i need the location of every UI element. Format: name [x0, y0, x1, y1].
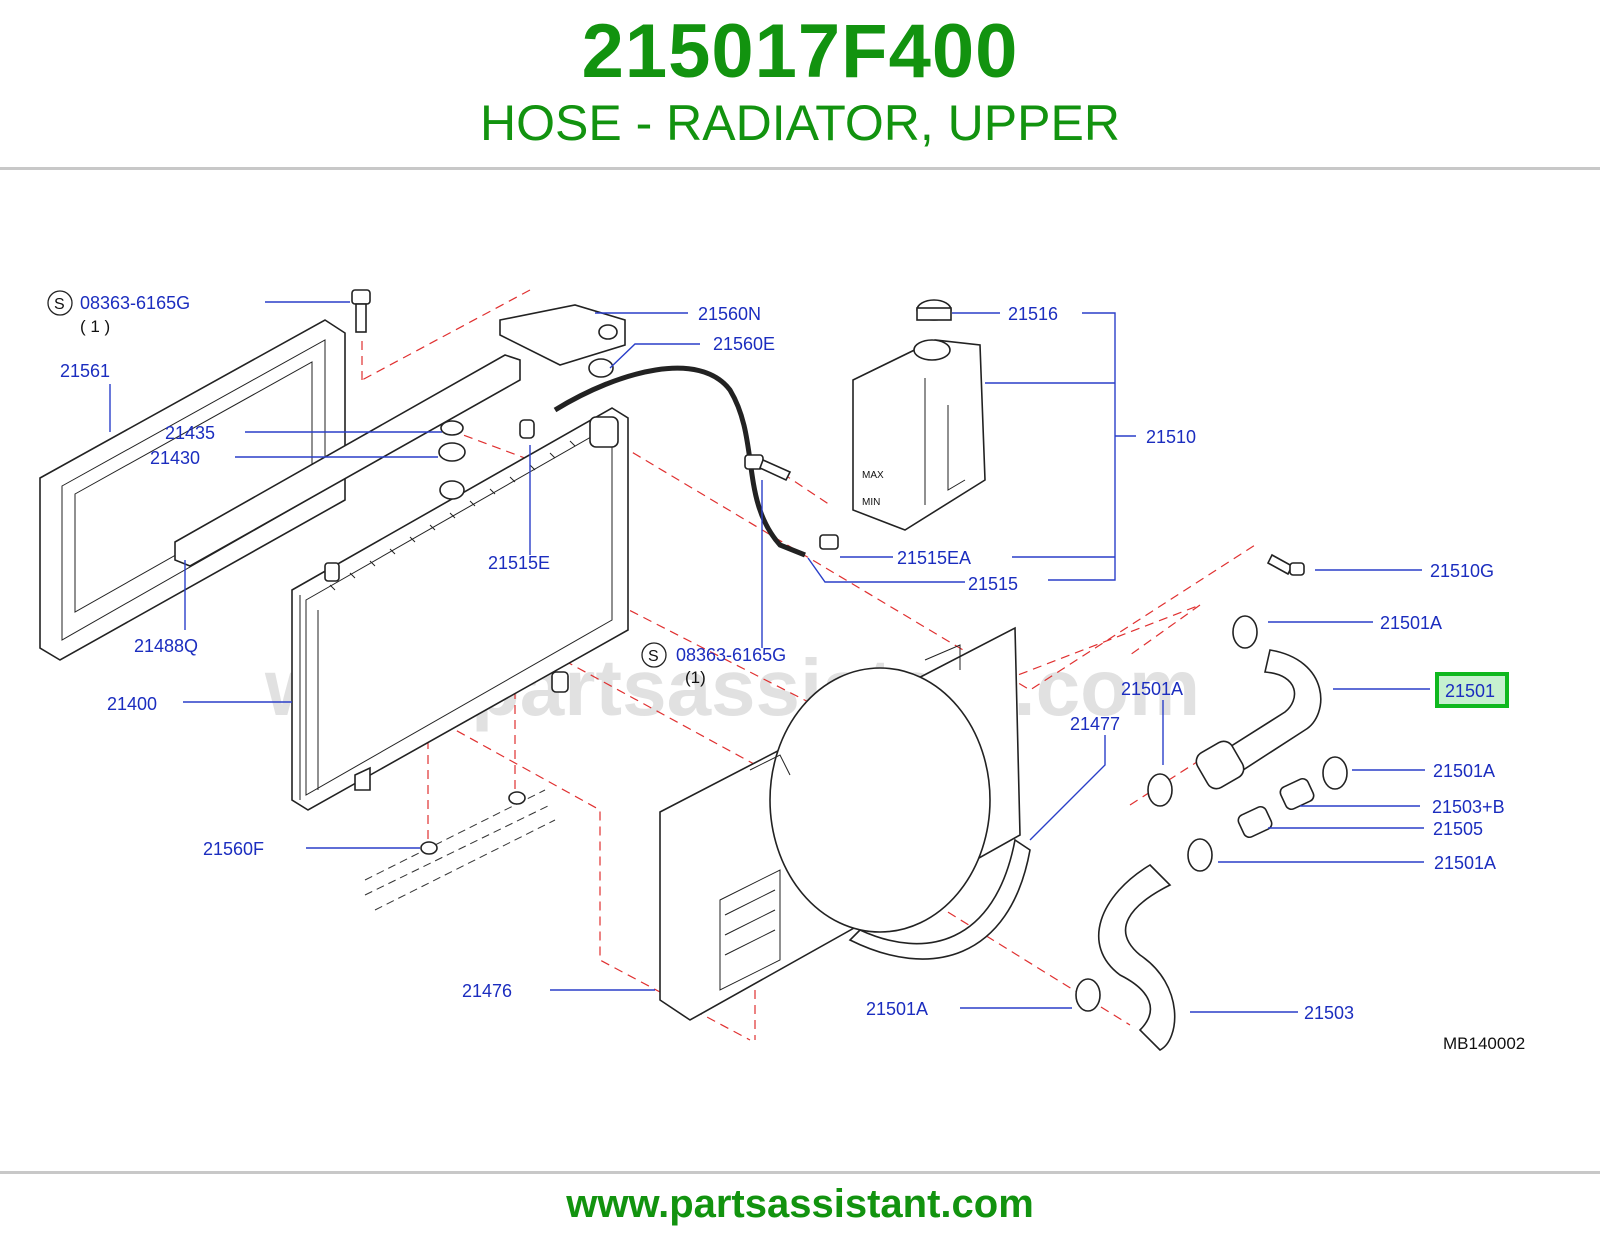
- part-title: HOSE - RADIATOR, UPPER: [480, 95, 1120, 151]
- label-21501A-5: 21501A: [866, 999, 928, 1019]
- label-21561: 21561: [60, 361, 110, 381]
- radiator-21400: [291, 407, 629, 811]
- upper-hose-21501: [1195, 649, 1322, 790]
- s-mark-top-letter: S: [54, 296, 65, 313]
- tank-min-mark: MIN: [862, 497, 880, 508]
- screw-21510G: [1266, 553, 1305, 576]
- label-21400: 21400: [107, 694, 157, 714]
- label-bolt-mid: 08363-6165G: [676, 645, 786, 665]
- caps-21435-21430: [438, 420, 466, 500]
- label-21476: 21476: [462, 981, 512, 1001]
- lower-hose-21503: [1097, 863, 1176, 1051]
- label-21430: 21430: [150, 448, 200, 468]
- label-21516: 21516: [1008, 304, 1058, 324]
- label-21515: 21515: [968, 574, 1018, 594]
- part-labels: S 08363-6165G ( 1 ) 21561 21435 21430 21…: [47, 290, 1525, 1053]
- label-21510: 21510: [1146, 427, 1196, 447]
- label-21560N: 21560N: [698, 304, 761, 324]
- label-21510G: 21510G: [1430, 561, 1494, 581]
- s-mark-top: [47, 290, 73, 316]
- label-21477: 21477: [1070, 714, 1120, 734]
- label-21488Q: 21488Q: [134, 636, 198, 656]
- shroud-21476: [659, 626, 1021, 1021]
- hose-21515: [553, 365, 806, 558]
- header: 215017F400 HOSE - RADIATOR, UPPER: [0, 0, 1600, 170]
- label-21501A-3: 21501A: [1433, 761, 1495, 781]
- footer-divider: [0, 1171, 1600, 1174]
- label-21501: 21501: [1445, 681, 1495, 701]
- tank-max-mark: MAX: [862, 470, 884, 481]
- bushings: [1237, 777, 1315, 839]
- label-21560E: 21560E: [713, 334, 775, 354]
- label-21501A-4: 21501A: [1434, 853, 1496, 873]
- label-21505: 21505: [1433, 819, 1483, 839]
- label-21503: 21503: [1304, 1003, 1354, 1023]
- label-21501A-1: 21501A: [1380, 613, 1442, 633]
- label-bolt-mid-qty: (1): [685, 668, 706, 687]
- shroud-lower-21477: [848, 838, 1031, 960]
- bolt-mid: [744, 454, 792, 482]
- bracket-21560N: [499, 304, 626, 378]
- strip-21488Q: [174, 354, 521, 567]
- support-21560F: [364, 789, 556, 911]
- diagram-code: MB140002: [1443, 1034, 1525, 1053]
- highlight-box-21501: [1435, 672, 1509, 708]
- label-bolt-top-qty: ( 1 ): [80, 317, 110, 336]
- leader-lines: [109, 301, 1430, 1013]
- s-mark-mid-letter: S: [648, 648, 659, 665]
- label-21560F: 21560F: [203, 839, 264, 859]
- bolt-top: [351, 289, 371, 333]
- label-21515EA: 21515EA: [897, 548, 971, 568]
- label-bolt-top: 08363-6165G: [80, 293, 190, 313]
- tank-21510: MAX MIN: [819, 299, 986, 550]
- footer-url[interactable]: www.partsassistant.com: [566, 1182, 1034, 1226]
- clamps-21501A: [1075, 615, 1348, 1012]
- nipple-21515E: [519, 419, 535, 439]
- label-21503B: 21503+B: [1432, 797, 1505, 817]
- header-divider: [0, 167, 1600, 170]
- label-21501A-2: 21501A: [1121, 679, 1183, 699]
- label-21515E: 21515E: [488, 553, 550, 573]
- part-number: 215017F400: [581, 9, 1019, 94]
- s-mark-mid: [641, 642, 667, 668]
- label-21435: 21435: [165, 423, 215, 443]
